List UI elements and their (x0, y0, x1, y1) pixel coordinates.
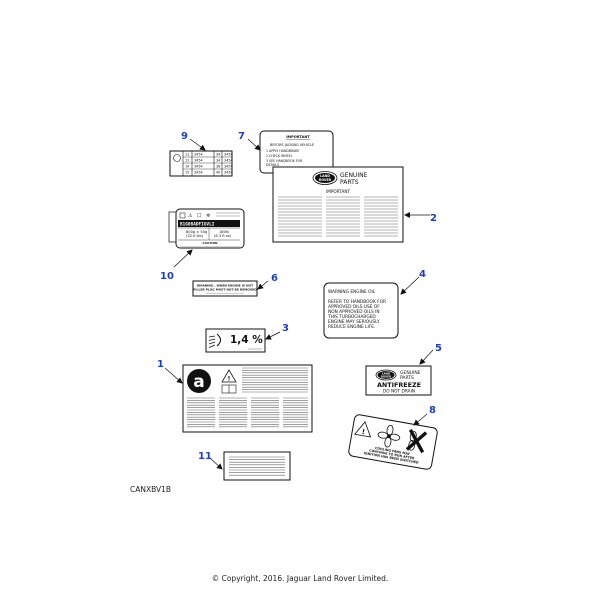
svg-text:GENUINE: GENUINE (400, 370, 421, 376)
tyre-table-cell: 3454 (224, 159, 233, 163)
headlamp-percentage: 1,4 % (230, 334, 263, 346)
jacking-step: DETAILS (266, 163, 279, 167)
svg-text:COOLING FANS MAY: COOLING FANS MAY (375, 446, 411, 456)
svg-text:ENGINE MAY SERIOUSLY: ENGINE MAY SERIOUSLY (328, 319, 380, 325)
jacking-warning-label: IMPORTANT BEFORE JACKING VEHICLE 1 APPLY… (259, 130, 334, 174)
antifreeze-subtitle: DO NOT DRAIN (383, 389, 415, 395)
book-icon: ☐ (197, 213, 201, 219)
svg-text:ROVER: ROVER (319, 178, 332, 182)
copyright-notice: © Copyright, 2016. Jaguar Land Rover Lim… (211, 574, 389, 583)
svg-text:!: ! (228, 376, 231, 383)
svg-text:REDUCE ENGINE LIFE.: REDUCE ENGINE LIFE. (328, 324, 375, 330)
svg-text:180hl: 180hl (219, 230, 229, 234)
svg-text:FILLER PLUG MUST NOT BE REMOVE: FILLER PLUG MUST NOT BE REMOVED (193, 288, 257, 292)
callout-11: 11 (198, 451, 212, 462)
filler-plug-warning-label: WARNING : WHEN ENGINE IS HOT FILLER PLUG… (192, 280, 258, 297)
tyre-table-cell: 40 (216, 171, 220, 175)
svg-text:NON APPROVED OILS IN: NON APPROVED OILS IN (328, 309, 380, 315)
warning-triangle-icon (221, 369, 237, 383)
antifreeze-label: LAND ROVER GENUINE PARTS ANTIFREEZE DO N… (365, 365, 432, 396)
callout-1: 1 (157, 359, 164, 370)
tyre-table-cell: 11 (185, 153, 189, 157)
callout-10: 10 (160, 271, 174, 282)
tyre-table-cell: 3454 (194, 165, 203, 169)
engine-oil-heading: WARNING ENGINE OIL (328, 289, 376, 295)
headlamp-icon (208, 333, 222, 348)
svg-text:LAND: LAND (320, 174, 330, 178)
tyre-table-cell: 3454 (224, 165, 233, 169)
genuine-parts-important-label: LAND ROVER GENUINE PARTS IMPORTANT (272, 166, 404, 243)
antifreeze-title: ANTIFREEZE (377, 381, 421, 389)
refrigerant-icon (179, 212, 186, 219)
svg-text:REFER TO HANDBOOK FOR: REFER TO HANDBOOK FOR (328, 299, 386, 305)
callout-7: 7 (238, 131, 245, 142)
svg-text:800g ± 50g: 800g ± 50g (186, 230, 207, 234)
tyre-table-cell: 3454 (194, 171, 203, 175)
svg-text:LAND: LAND (382, 371, 391, 375)
svg-text:APPROVED OILS.USE OF: APPROVED OILS.USE OF (328, 304, 380, 310)
airbag-warning-label: a ! (182, 364, 313, 433)
callout-8: 8 (429, 405, 436, 416)
warning-triangle-icon (354, 421, 372, 438)
tyre-table-cell: 3454 (224, 171, 233, 175)
jacking-title: IMPORTANT (286, 135, 310, 139)
svg-text:WARNING : WHEN ENGINE IS HOT: WARNING : WHEN ENGINE IS HOT (197, 284, 254, 288)
refrigerant-label: ⚠ ☐ ✲ B1G0BADFIGVLI 800g ± 50g (32.0 lbs… (168, 208, 245, 249)
gear-icon: ✲ (206, 213, 211, 219)
tyre-table-cell: 3454 (194, 153, 203, 157)
fan-icon (377, 424, 401, 448)
svg-text:PARTS: PARTS (400, 375, 414, 381)
refrigerant-code: B1G0BADFIGVLI (180, 222, 215, 228)
jacking-step: 1 APPLY HANDBRAKE (266, 149, 299, 153)
callout-3: 3 (282, 323, 289, 334)
svg-text:ROVER: ROVER (381, 375, 391, 379)
svg-text:THIS TURBOCHARGED: THIS TURBOCHARGED (327, 314, 376, 320)
warning-icon: ⚠ (188, 213, 193, 219)
genuine-heading: PARTS (340, 179, 359, 186)
tyre-table-cell: 15 (185, 171, 189, 175)
headlamp-level-label: 1,4 % (205, 328, 266, 353)
fan-with-cross-icon (405, 429, 428, 454)
callout-4: 4 (419, 269, 426, 280)
tyre-table-cell: 12 (185, 159, 189, 163)
small-info-label (223, 451, 291, 481)
tyre-pressure-label: 11 3454 34 3454 12 3454 34 3454 14 3454 38 3454 15 34… (169, 150, 233, 177)
tyre-table-cell: 14 (185, 165, 189, 169)
genuine-subheading: IMPORTANT (326, 189, 351, 194)
tyre-table-cell: 34 (216, 153, 220, 157)
callout-6: 6 (271, 273, 278, 284)
jacking-step: 2 CHECK WHEEL (266, 154, 293, 158)
callout-9: 9 (181, 131, 188, 142)
engine-oil-warning-label: WARNING ENGINE OIL REFER TO HANDBOOK FOR… (323, 282, 399, 339)
jacking-step: 3 SEE HANDBOOK FOR (266, 159, 303, 163)
callout-2: 2 (430, 213, 437, 224)
svg-text:(6.3 fl oz): (6.3 fl oz) (214, 234, 232, 238)
airbag-icon (187, 369, 211, 393)
svg-text:a: a (193, 372, 204, 392)
callout-5: 5 (435, 343, 442, 354)
tyre-table-cell: 3454 (194, 159, 203, 163)
cooling-fan-warning-label: ! COOLING FANS MAY CONTINUE TO RUN AFTER… (348, 414, 438, 470)
jacking-subtitle: BEFORE JACKING VEHICLE (270, 143, 314, 147)
genuine-heading: GENUINE (340, 172, 368, 179)
tyre-icon (173, 154, 181, 162)
tyre-table-cell: 34 (216, 159, 220, 163)
svg-text:CAUTION: CAUTION (202, 241, 218, 245)
tyre-table-cell: 38 (216, 165, 220, 169)
svg-text:(32.0 lbs): (32.0 lbs) (186, 234, 204, 238)
svg-text:!: ! (361, 428, 366, 436)
tyre-table-cell: 3454 (224, 153, 233, 157)
diagram-reference-code: CANXBV1B (130, 485, 172, 494)
